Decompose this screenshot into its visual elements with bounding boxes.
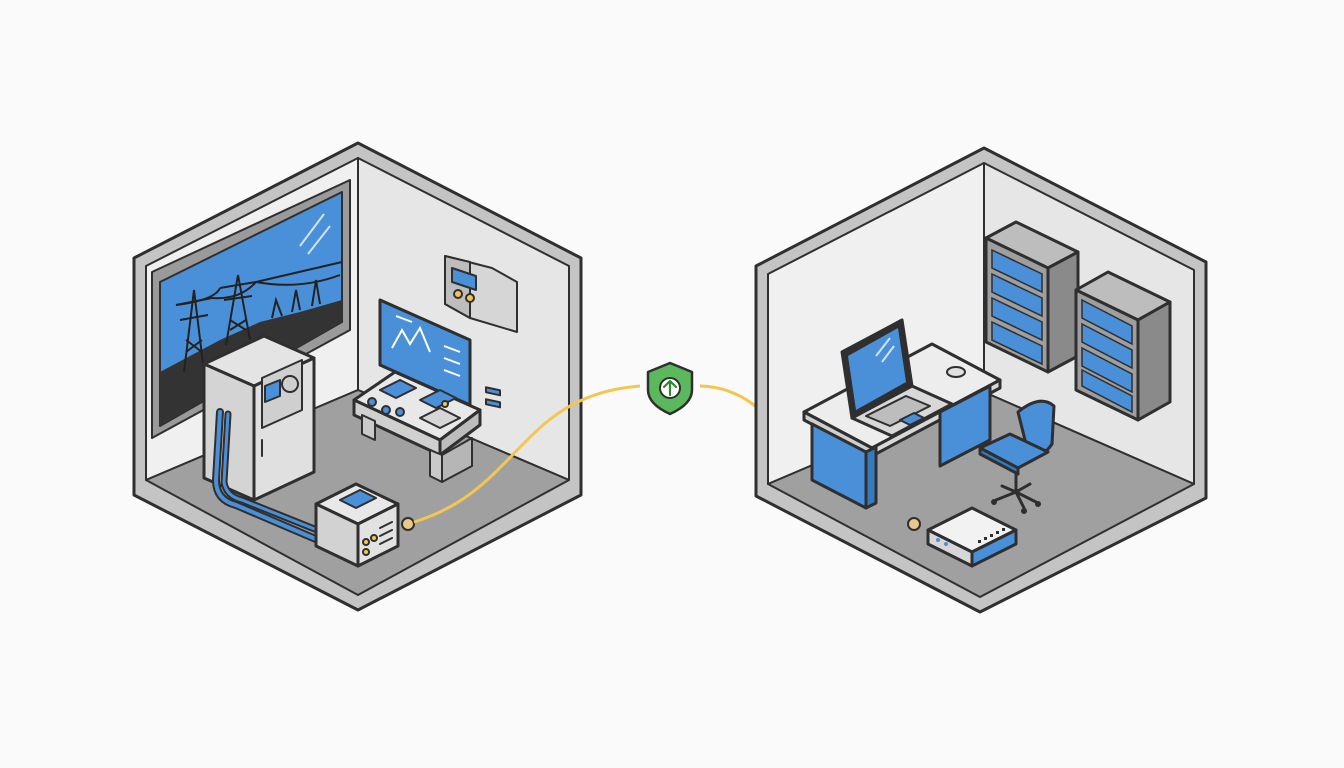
server-rack-1 (984, 220, 1080, 374)
mouse (946, 366, 966, 378)
left-link-port (401, 517, 415, 531)
server-rack-2 (1074, 270, 1172, 422)
network-router (926, 506, 1018, 568)
right-room (754, 146, 1208, 614)
left-room (132, 141, 583, 612)
laptop (840, 318, 954, 438)
industrial-gateway (314, 482, 400, 568)
wall-panel (444, 255, 518, 409)
shield-upload-icon (646, 361, 694, 416)
right-link-port (907, 517, 921, 531)
control-console (352, 370, 482, 483)
office-chair (978, 399, 1056, 514)
secure-link-cable-left (413, 384, 641, 524)
